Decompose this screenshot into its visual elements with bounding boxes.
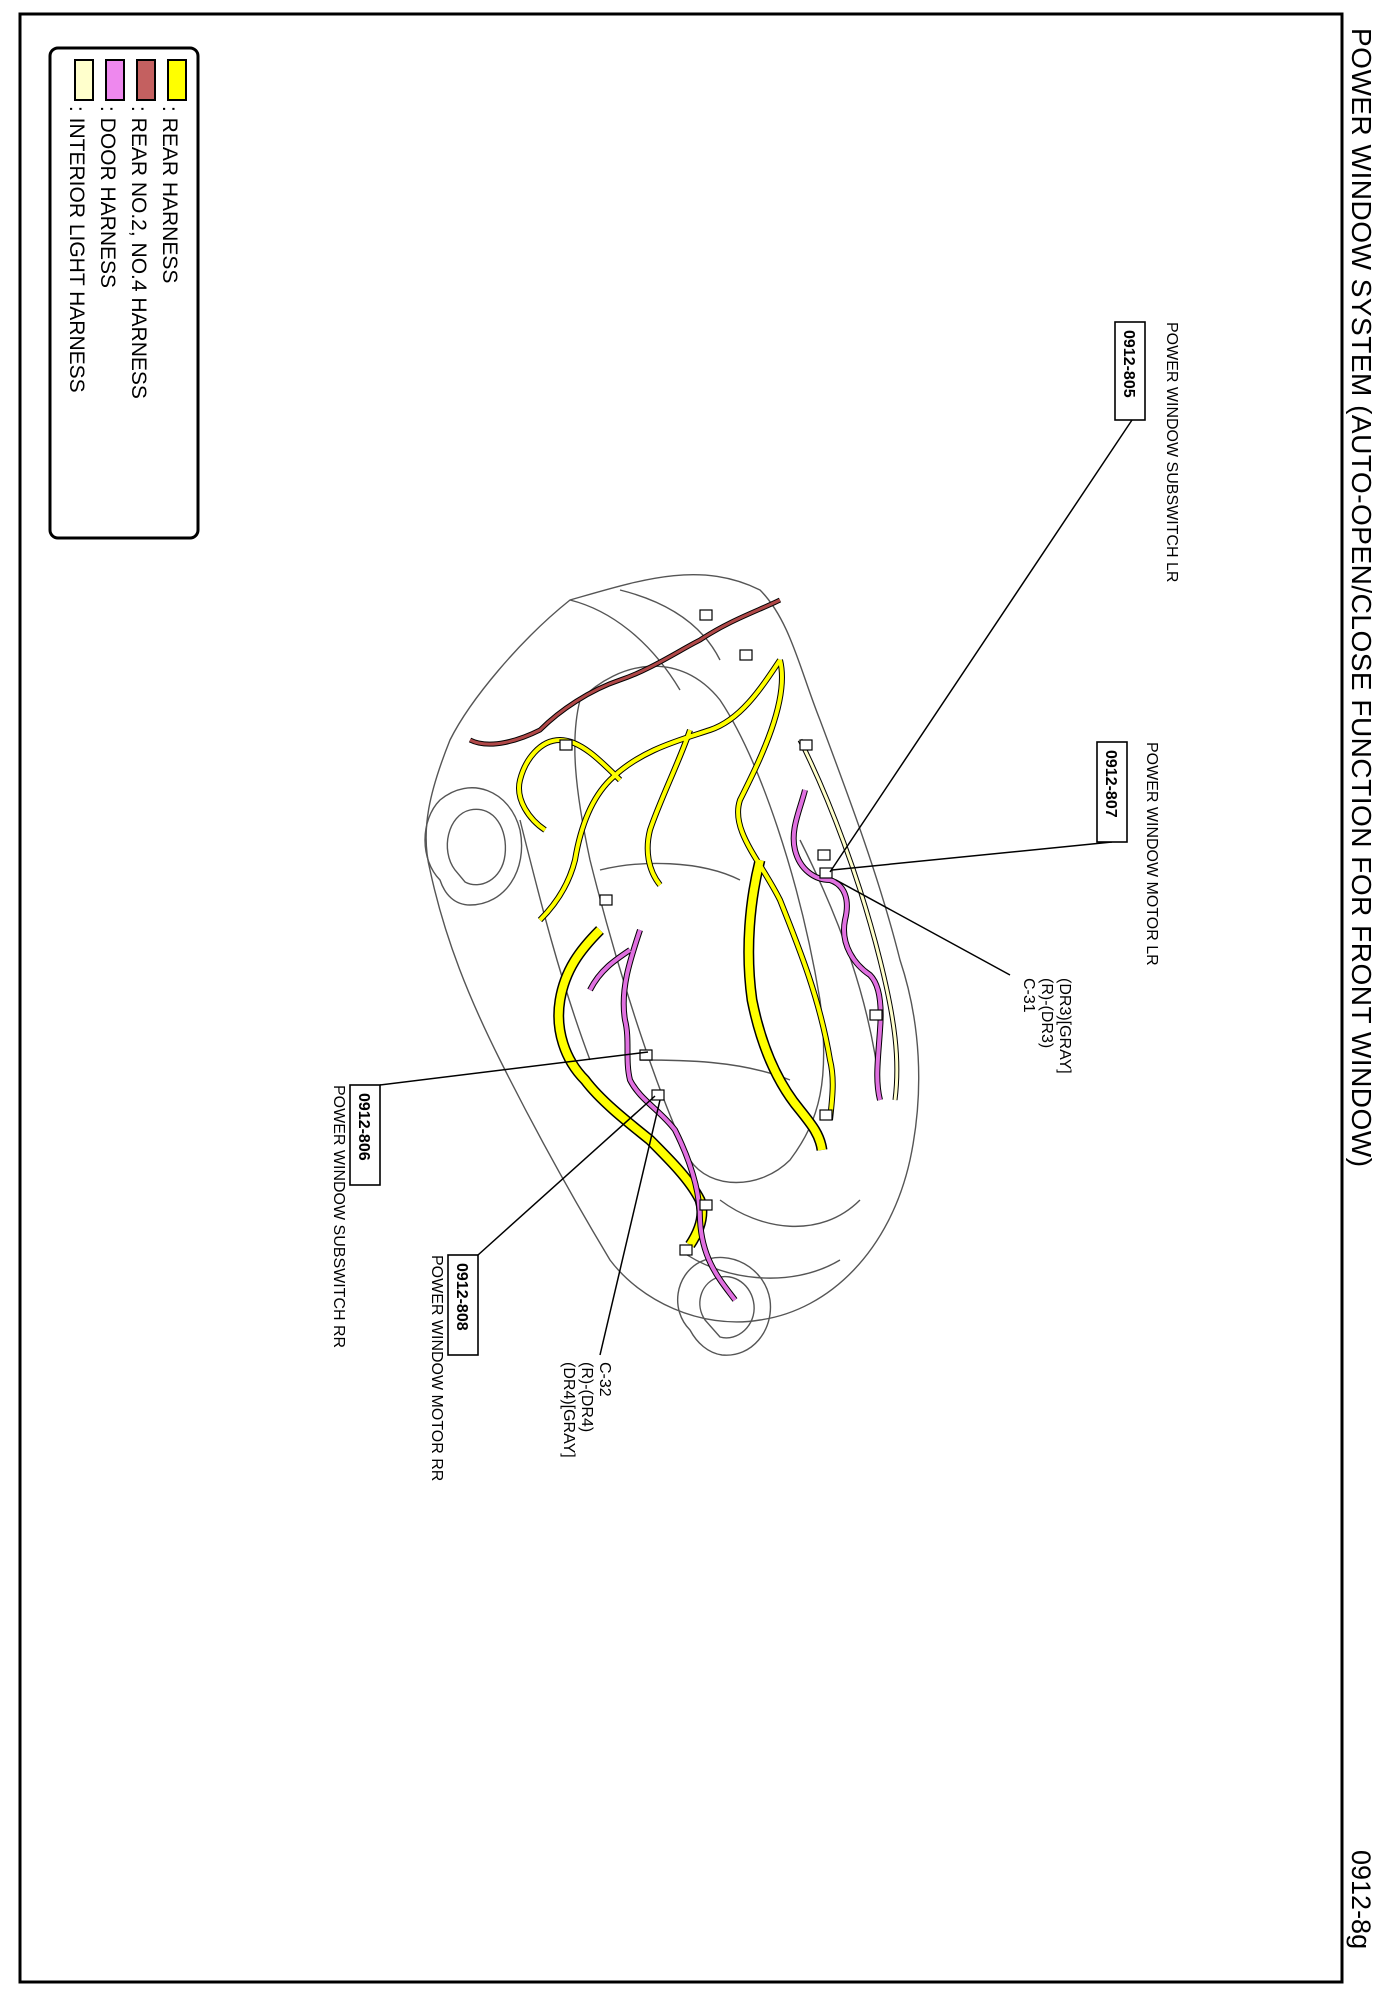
leader-c32 <box>599 1099 661 1356</box>
legend-swatch-interior-light-harness <box>74 59 94 101</box>
rear-wheel-arch <box>676 1256 772 1356</box>
connector-c31 <box>819 867 833 879</box>
rear-no2-no4-harness <box>468 597 782 747</box>
ref-0912-805: 0912-805 <box>1120 330 1137 398</box>
callout-subswitch-lr: 0912-805 POWER WINDOW SUBSWITCH LR <box>1114 321 1180 582</box>
label-c32-line3: (DR4)[GRAY] <box>560 1362 577 1458</box>
page-title: POWER WINDOW SYSTEM (AUTO-OPEN/CLOSE FUN… <box>1346 28 1377 1168</box>
leader-c31 <box>835 879 1011 976</box>
legend-label-door-harness: : DOOR HARNESS <box>96 106 119 288</box>
callout-c31: (DR3)[GRAY] (R)-(DR3) C-31 <box>1020 978 1073 1074</box>
connector <box>817 849 831 861</box>
leader-0912-805 <box>829 419 1133 873</box>
ref-box <box>447 1254 479 1356</box>
connector <box>739 649 753 661</box>
page-border <box>18 12 1344 1984</box>
legend-swatch-rear-no2-no4-harness <box>136 59 156 101</box>
connector <box>559 739 573 751</box>
callout-motor-lr: 0912-807 POWER WINDOW MOTOR LR <box>1096 741 1160 966</box>
callout-c32: C-32 (R)-(DR4) (DR4)[GRAY] <box>560 1362 613 1458</box>
rear-wheel <box>699 1275 755 1339</box>
label-power-window-motor-rr: POWER WINDOW MOTOR RR <box>428 1255 445 1481</box>
door-harness <box>587 789 884 1302</box>
connector <box>799 739 813 751</box>
windshield-line <box>619 589 721 661</box>
interior-light-harness <box>797 738 900 1101</box>
label-power-window-motor-lr: POWER WINDOW MOTOR LR <box>1143 742 1160 966</box>
car-body <box>425 574 920 1323</box>
legend-label-interior-light-harness: : INTERIOR LIGHT HARNESS <box>65 106 88 393</box>
legend: : REAR HARNESS : REAR NO.2, NO.4 HARNESS… <box>48 46 200 540</box>
label-c31-line2: (R)-(DR3) <box>1038 978 1055 1048</box>
bumper-line <box>679 1249 841 1279</box>
legend-label-rear-no2-no4-harness: : REAR NO.2, NO.4 HARNESS <box>127 106 150 399</box>
connector <box>869 1009 883 1021</box>
label-power-window-subswitch-lr: POWER WINDOW SUBSWITCH LR <box>1163 322 1180 582</box>
connector <box>639 1049 653 1061</box>
trunk-line <box>719 1199 861 1228</box>
hood-line <box>569 599 681 691</box>
legend-label-rear-harness: : REAR HARNESS <box>158 106 181 283</box>
connectors <box>559 609 883 1256</box>
leader-0912-808 <box>477 1095 656 1256</box>
front-wheel-arch <box>424 787 523 906</box>
label-power-window-subswitch-rr: POWER WINDOW SUBSWITCH RR <box>330 1085 347 1348</box>
connector <box>599 894 613 906</box>
page-number: 0912-8g <box>1346 1850 1376 1949</box>
legend-box <box>48 46 200 540</box>
ref-box <box>1114 321 1146 421</box>
leader-0912-806 <box>379 1051 649 1086</box>
side-sill-left <box>519 819 591 1061</box>
callout-motor-rr: 0912-808 POWER WINDOW MOTOR RR <box>428 1254 479 1481</box>
label-c31-line3: C-31 <box>1020 978 1037 1013</box>
wheels <box>424 787 772 1356</box>
ref-0912-807: 0912-807 <box>1102 750 1119 818</box>
door-line-center <box>599 862 741 881</box>
body-outline <box>425 574 920 1323</box>
legend-swatch-rear-harness <box>167 59 187 101</box>
connector <box>699 609 713 621</box>
callout-subswitch-rr: 0912-806 POWER WINDOW SUBSWITCH RR <box>330 1084 381 1348</box>
connector <box>699 1199 713 1211</box>
ref-0912-806: 0912-806 <box>355 1093 372 1161</box>
label-c32-line1: C-32 <box>596 1362 613 1397</box>
connector <box>819 1109 833 1121</box>
connector <box>679 1244 693 1256</box>
legend-swatch-door-harness <box>105 59 125 101</box>
ref-box <box>1096 741 1128 843</box>
label-c32-line2: (R)-(DR4) <box>578 1362 595 1432</box>
roof-panel <box>574 665 825 1184</box>
ref-box <box>349 1084 381 1186</box>
leader-0912-807 <box>831 841 1113 871</box>
leader-lines <box>379 419 1133 1356</box>
label-c31-line1: (DR3)[GRAY] <box>1056 978 1073 1074</box>
ref-0912-808: 0912-808 <box>453 1263 470 1331</box>
front-wheel <box>446 808 507 886</box>
connector-c32 <box>651 1089 665 1101</box>
